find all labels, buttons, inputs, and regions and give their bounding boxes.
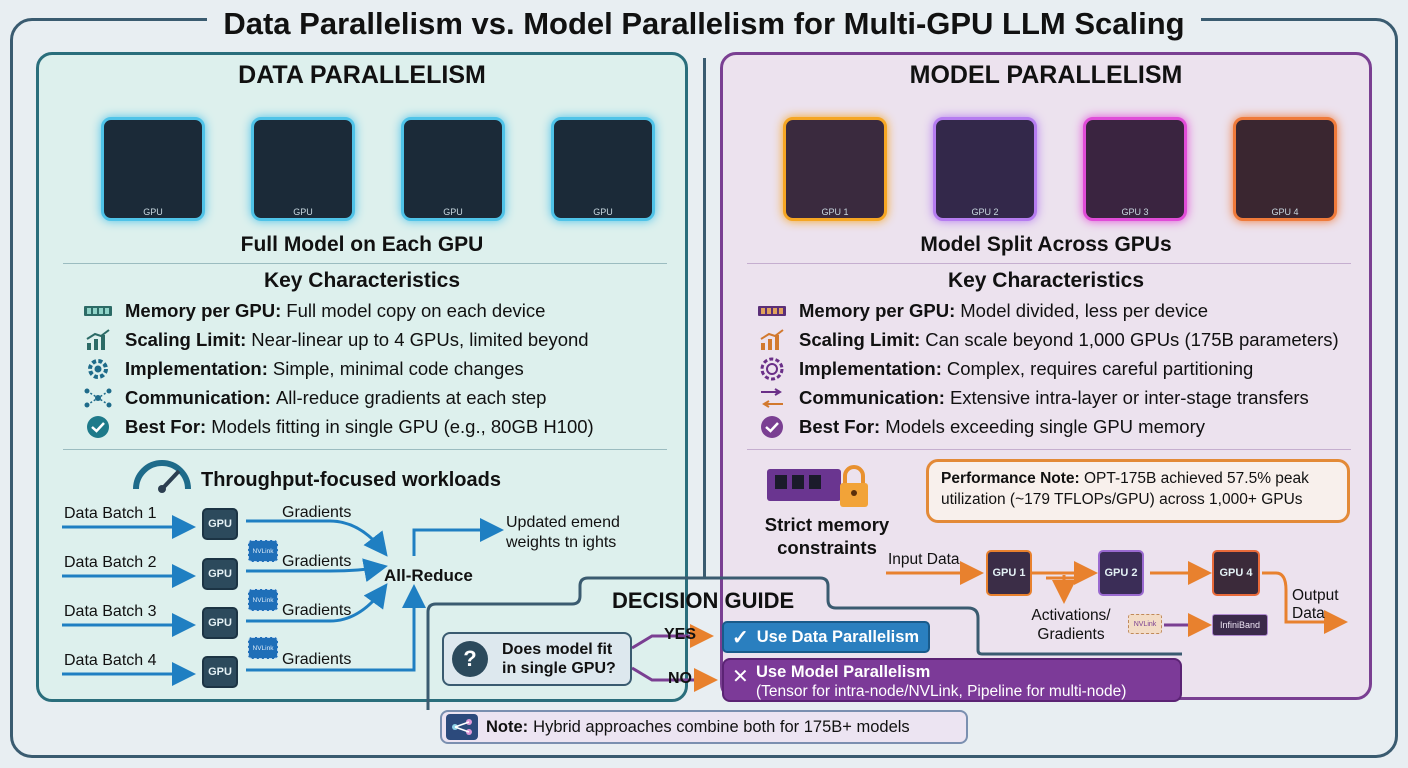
gpu-node: GPU: [202, 607, 238, 639]
locked-memory-icon: [765, 463, 869, 514]
gradients-label: Gradients: [282, 553, 352, 570]
model-parallelism-heading: MODEL PARALLELISM: [909, 61, 1183, 89]
question-text: Does model fit in single GPU?: [502, 641, 616, 677]
batch-label: Data Batch 1: [64, 505, 157, 522]
model-subtitle: Model Split Across GPUs: [920, 233, 1172, 256]
output-data-label: Output Data: [1292, 587, 1339, 622]
updated-weights-label: Updated emend weights tn ights: [506, 514, 620, 551]
workload-label: Throughput-focused workloads: [201, 469, 501, 491]
gpu-chip-icon: GPU 2: [919, 103, 1051, 235]
memory-module-icon: [757, 299, 787, 323]
gear-icon: [83, 357, 113, 381]
gpu-chip-icon: GPU 4: [1219, 103, 1351, 235]
memory-module-icon: [83, 299, 113, 323]
hybrid-icon: [446, 714, 478, 740]
model-char-bestfor: Best For:Models exceeding single GPU mem…: [757, 415, 1205, 439]
gpu-node: GPU: [202, 508, 238, 540]
data-char-implementation: Implementation:Simple, minimal code chan…: [83, 357, 524, 381]
model-char-implementation: Implementation:Complex, requires careful…: [757, 357, 1253, 381]
gauge-icon: [131, 457, 193, 498]
data-char-memory: Memory per GPU:Full model copy on each d…: [83, 299, 545, 323]
bar-chart-icon: [83, 328, 113, 352]
gradients-label: Gradients: [282, 651, 352, 668]
pipeline-gpu-1: GPU 1: [986, 550, 1032, 596]
data-char-scaling: Scaling Limit:Near-linear up to 4 GPUs, …: [83, 328, 589, 352]
model-kc-title: Key Characteristics: [947, 269, 1145, 292]
separator: [63, 263, 667, 264]
check-circle-icon: [83, 415, 113, 439]
decision-guide-title: DECISION GUIDE: [612, 588, 795, 613]
question-icon: ?: [452, 641, 488, 677]
strict-memory-label: Strict memory constraints: [764, 514, 890, 558]
gpu-node: GPU: [202, 656, 238, 688]
gpu-node: GPU: [202, 558, 238, 590]
data-parallelism-heading: DATA PARALLELISM: [238, 61, 486, 89]
data-char-bestfor: Best For:Models fitting in single GPU (e…: [83, 415, 594, 439]
batch-label: Data Batch 4: [64, 652, 157, 669]
use-data-parallelism-button[interactable]: ✓ Use Data Parallelism: [722, 621, 930, 653]
gpu-chip-icon: GPU: [237, 103, 369, 235]
model-gpu-row: GPU 1 GPU 2 GPU 3 GPU 4: [723, 103, 1369, 283]
page-title: Data Parallelism vs. Model Parallelism f…: [0, 6, 1408, 42]
data-kc-title: Key Characteristics: [263, 269, 461, 292]
model-char-scaling: Scaling Limit:Can scale beyond 1,000 GPU…: [757, 328, 1339, 352]
use-model-parallelism-button[interactable]: ✕ Use Model Parallelism (Tensor for intr…: [722, 658, 1182, 702]
network-gear-icon: [757, 357, 787, 381]
batch-label: Data Batch 3: [64, 603, 157, 620]
center-divider: [703, 58, 706, 578]
infiniband-badge: InfiniBand: [1212, 614, 1268, 636]
gpu-chip-icon: GPU: [87, 103, 219, 235]
gradients-label: Gradients: [282, 504, 352, 521]
separator: [747, 449, 1351, 450]
gpu-chip-icon: GPU: [387, 103, 519, 235]
transfer-icon: [757, 386, 787, 410]
input-data-label: Input Data: [888, 551, 960, 568]
nvlink-badge: NVLink: [248, 637, 278, 659]
model-char-communication: Communication:Extensive intra-layer or i…: [757, 386, 1309, 410]
check-icon: ✓: [732, 626, 749, 649]
nvlink-badge: NVLink: [248, 540, 278, 562]
network-icon: [83, 386, 113, 410]
yes-label: YES: [664, 626, 697, 643]
gpu-chip-icon: GPU: [537, 103, 669, 235]
gpu-chip-icon: GPU 3: [1069, 103, 1201, 235]
separator: [747, 263, 1351, 264]
pipeline-gpu-2: GPU 2: [1098, 550, 1144, 596]
data-parallelism-panel: DATA PARALLELISM GPU GPU GPU GPU Full Mo…: [36, 52, 688, 702]
separator: [63, 449, 667, 450]
nvlink-badge: NVLink: [1128, 614, 1162, 634]
model-char-memory: Memory per GPU:Model divided, less per d…: [757, 299, 1208, 323]
no-label: NO: [668, 670, 692, 687]
hybrid-note: Note:Hybrid approaches combine both for …: [440, 710, 968, 744]
cross-icon: ✕: [732, 666, 749, 688]
data-subtitle: Full Model on Each GPU: [240, 233, 484, 256]
pipeline-gpu-4: GPU 4: [1212, 550, 1260, 596]
gpu-chip-icon: GPU 1: [769, 103, 901, 235]
bar-chart-icon: [757, 328, 787, 352]
nvlink-badge: NVLink: [248, 589, 278, 611]
performance-note: Performance Note: OPT-175B achieved 57.5…: [926, 459, 1350, 523]
decision-question: ? Does model fit in single GPU?: [442, 632, 632, 686]
gradients-label: Gradients: [282, 602, 352, 619]
data-gpu-row: GPU GPU GPU GPU: [39, 103, 685, 283]
all-reduce-label: All-Reduce: [384, 566, 473, 585]
check-circle-icon: [757, 415, 787, 439]
data-char-communication: Communication:All-reduce gradients at ea…: [83, 386, 546, 410]
activations-label: Activations/ Gradients: [1031, 607, 1111, 643]
batch-label: Data Batch 2: [64, 554, 157, 571]
